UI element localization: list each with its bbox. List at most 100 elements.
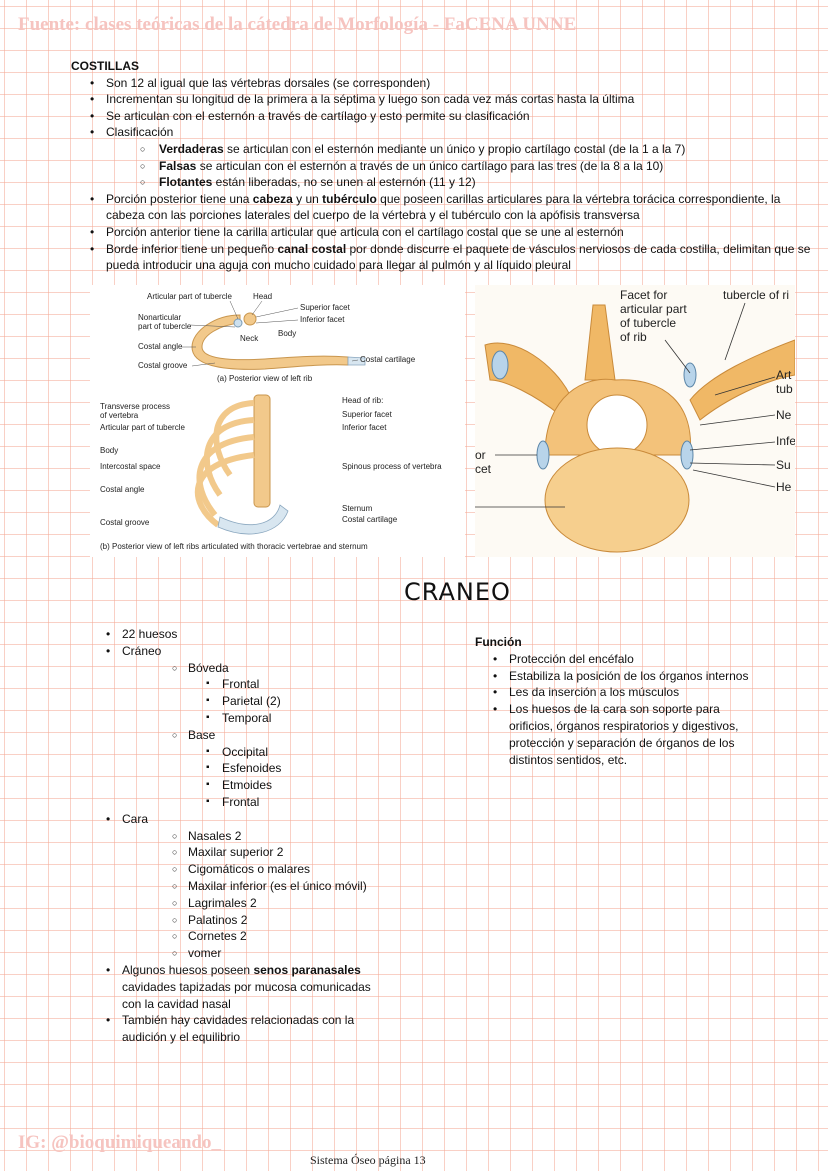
list-item-text: Cráneo: [122, 643, 162, 658]
list-item-text: que poseen carillas articulares para la …: [106, 191, 781, 223]
bold-term: Falsas: [159, 158, 197, 173]
label: Nonarticular: [138, 313, 181, 322]
label: Costal cartilage: [342, 515, 398, 524]
page-footer: Sistema Óseo página 13: [310, 1153, 426, 1167]
funcion-section: Función Protección del encéfalo Estabili…: [475, 634, 775, 768]
vertebral-foramen: [586, 394, 648, 456]
label: Intercostal space: [100, 462, 161, 471]
label: Articular part of tubercle: [147, 292, 232, 301]
list-item-text: Nasales 2: [188, 828, 242, 843]
label: Costal angle: [100, 485, 145, 494]
source-header: Fuente: clases teóricas de la cátedra de…: [18, 14, 577, 35]
list-item-text: Los huesos de la cara son soporte para o…: [509, 702, 739, 767]
label: Body: [278, 329, 296, 338]
list-item-text: por donde discurre el paquete de vásculo…: [106, 241, 811, 273]
list-item-text: Clasificación: [106, 125, 174, 140]
label: Sternum: [342, 504, 373, 513]
list-item: vomer: [122, 945, 392, 962]
bold-term: Verdaderas: [159, 141, 224, 156]
transverse-process-right: [689, 339, 795, 421]
list-item-text: Maxilar inferior (es el único móvil): [188, 878, 367, 893]
list-item: Falsas se articulan con el esternón a tr…: [106, 158, 811, 175]
list-item: Frontal: [188, 676, 392, 693]
list-item-text: se articulan con el esternón a través de…: [196, 158, 664, 173]
list-item-text: También hay cavidades relacionadas con l…: [122, 1013, 355, 1045]
list-item-text: Les da inserción a los músculos: [509, 685, 680, 700]
list-item: Parietal (2): [188, 693, 392, 710]
list-item-text: Frontal: [222, 677, 260, 692]
label: Ne: [776, 408, 792, 422]
label: Neck: [240, 334, 259, 343]
vertebral-body: [544, 447, 690, 553]
caption: (b) Posterior view of left ribs articula…: [100, 542, 368, 551]
label: Spinous process of vertebra: [342, 462, 442, 471]
list-item: Verdaderas se articulan con el esternón …: [106, 141, 811, 158]
label: tub: [776, 382, 793, 396]
craneo-sublist: Bóveda Frontal Parietal (2) Temporal Bas…: [122, 660, 392, 811]
label: Articular part of tubercle: [100, 423, 185, 432]
label: Superior facet: [300, 303, 351, 312]
tubercle-facet: [233, 318, 243, 328]
label: articular part: [620, 302, 687, 316]
list-item: Porción posterior tiene una cabeza y un …: [71, 191, 811, 224]
craneo-list: 22 huesos Cráneo Bóveda Frontal Parietal…: [90, 626, 392, 1046]
list-item: Bóveda Frontal Parietal (2) Temporal: [122, 660, 392, 727]
list-item-text: Cara: [122, 811, 149, 826]
cartilage-shape: [347, 356, 366, 366]
list-item-text: Estabiliza la posición de los órganos in…: [509, 668, 749, 683]
rib-head-shape: [243, 312, 257, 326]
label: Inferior facet: [300, 315, 345, 324]
costal-facet-right: [683, 362, 697, 388]
list-item: Flotantes están liberadas, no se unen al…: [106, 174, 811, 191]
sternum-shape: [217, 504, 289, 535]
label: Costal groove: [100, 518, 150, 527]
costal-facet-body-left: [536, 440, 550, 470]
list-item: Cornetes 2: [122, 928, 392, 945]
rib-diagram: Articular part of tubercle Head Superior…: [100, 292, 442, 551]
list-item: Maxilar superior 2: [122, 844, 392, 861]
list-item-text: Algunos huesos poseen: [122, 962, 254, 977]
ribs-group: [194, 400, 255, 528]
label: tubercle of ri: [723, 288, 789, 302]
list-item-text: Lagrimales 2: [188, 895, 257, 910]
costal-facet-left: [491, 350, 509, 380]
bold-term: senos paranasales: [253, 962, 361, 977]
list-item: Cara Nasales 2 Maxilar superior 2 Cigomá…: [90, 811, 392, 962]
list-item-text: Maxilar superior 2: [188, 845, 284, 860]
cara-list: Nasales 2 Maxilar superior 2 Cigomáticos…: [122, 828, 392, 962]
list-item-text: Frontal: [222, 794, 260, 809]
costillas-list: Son 12 al igual que las vértebras dorsal…: [71, 75, 811, 274]
list-item-text: Bóveda: [188, 660, 229, 675]
label: Infe: [776, 434, 795, 448]
list-item: 22 huesos: [90, 626, 392, 643]
label: of rib: [620, 330, 647, 344]
list-item: Esfenoides: [188, 760, 392, 777]
base-list: Occipital Esfenoides Etmoides Frontal: [188, 744, 392, 811]
leader-lines: [475, 302, 776, 508]
rib-diagram-figure: Articular part of tubercle Head Superior…: [90, 285, 465, 557]
list-item-text: Palatinos 2: [188, 912, 248, 927]
craneo-title: CRANEO: [404, 578, 511, 606]
list-item-text: Temporal: [222, 710, 272, 725]
list-item: Frontal: [188, 794, 392, 811]
label: of tubercle: [620, 316, 676, 330]
list-item-text: Occipital: [222, 744, 269, 759]
caption: (a) Posterior view of left rib: [217, 374, 313, 383]
list-item: Protección del encéfalo: [475, 651, 775, 668]
list-item: Incrementan su longitud de la primera a …: [71, 91, 811, 108]
list-item: Temporal: [188, 710, 392, 727]
label: part of tubercle: [138, 322, 192, 331]
label: cet: [475, 462, 492, 476]
list-item: Son 12 al igual que las vértebras dorsal…: [71, 75, 811, 92]
label: Costal cartilage: [360, 355, 416, 364]
costillas-title: COSTILLAS: [71, 59, 139, 73]
list-item-text: Se articulan con el esternón a través de…: [106, 108, 530, 123]
list-item-text: Son 12 al igual que las vértebras dorsal…: [106, 75, 431, 90]
list-item-text: Borde inferior tiene un pequeño: [106, 241, 278, 256]
list-item: Algunos huesos poseen senos paranasales …: [90, 962, 392, 1012]
list-item: Maxilar inferior (es el único móvil): [122, 878, 392, 895]
funcion-list: Protección del encéfalo Estabiliza la po…: [475, 651, 775, 769]
list-item-text: están liberadas, no se unen al esternón …: [212, 175, 476, 190]
bold-term: Flotantes: [159, 175, 213, 190]
list-item-text: Parietal (2): [222, 694, 281, 709]
